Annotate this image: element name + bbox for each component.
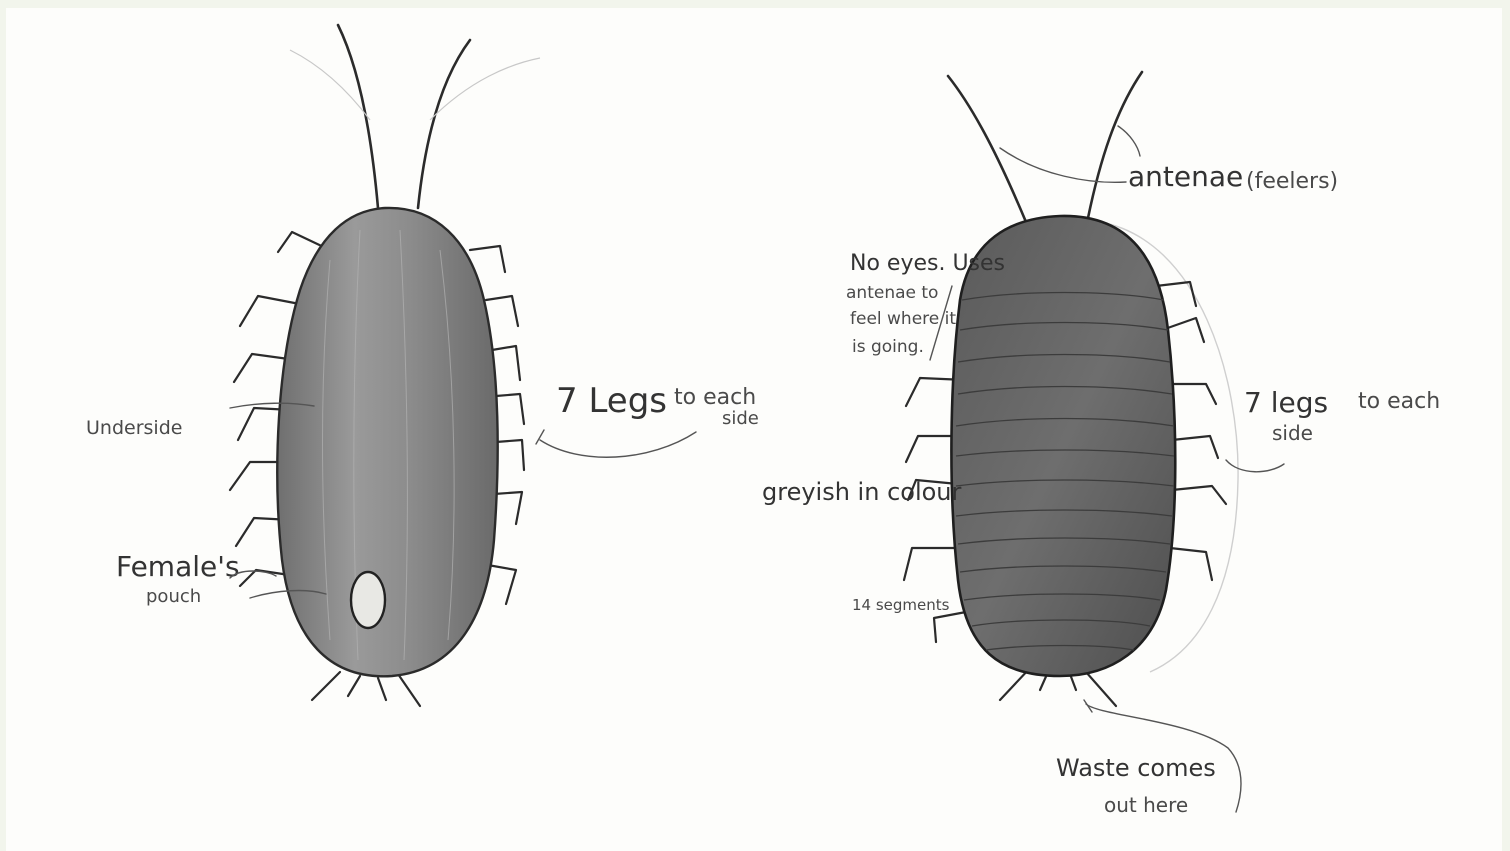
no-eyes-line4: is going. [852, 337, 924, 357]
right-legs-label-main: 7 legs [1244, 386, 1328, 419]
pouch-label: pouch [146, 586, 201, 607]
waste-line2: out here [1104, 793, 1188, 817]
right-legs-label-side: side [1272, 421, 1313, 445]
underside-label: Underside [86, 417, 182, 439]
no-eyes-line1: No eyes. Uses [850, 251, 1005, 276]
right-antenna-1 [948, 76, 1026, 222]
right-antenna-2 [1088, 72, 1142, 218]
left-legs-label-to-each: to each [674, 385, 756, 410]
no-eyes-line2: antenae to [846, 283, 938, 303]
left-legs-annotation: 7 Legs to each side [536, 381, 759, 457]
left-legs-label-main: 7 Legs [556, 381, 667, 421]
female-pouch [351, 572, 385, 628]
right-legs-annotation: 7 legs to each side [1226, 386, 1440, 472]
antennae-annotation: antenae (feelers) [1000, 126, 1338, 194]
right-legs-label-to-each: to each [1358, 389, 1440, 414]
left-antenna-2 [418, 40, 470, 208]
right-woodlouse-body [951, 216, 1175, 676]
left-woodlouse [230, 25, 540, 706]
feelers-label: (feelers) [1246, 169, 1338, 194]
left-antenna-1 [338, 25, 378, 208]
segments-label: 14 segments [852, 596, 950, 614]
colour-label: greyish in colour [762, 478, 962, 506]
left-woodlouse-body [277, 208, 497, 676]
waste-line1: Waste comes [1056, 754, 1216, 782]
waste-annotation: Waste comes out here [1056, 700, 1241, 817]
antennae-label: antenae [1128, 160, 1243, 193]
colour-annotation: greyish in colour [762, 478, 962, 506]
female-label: Female's [116, 550, 240, 583]
segments-annotation: 14 segments [852, 596, 950, 614]
left-legs-label-side: side [722, 408, 759, 429]
